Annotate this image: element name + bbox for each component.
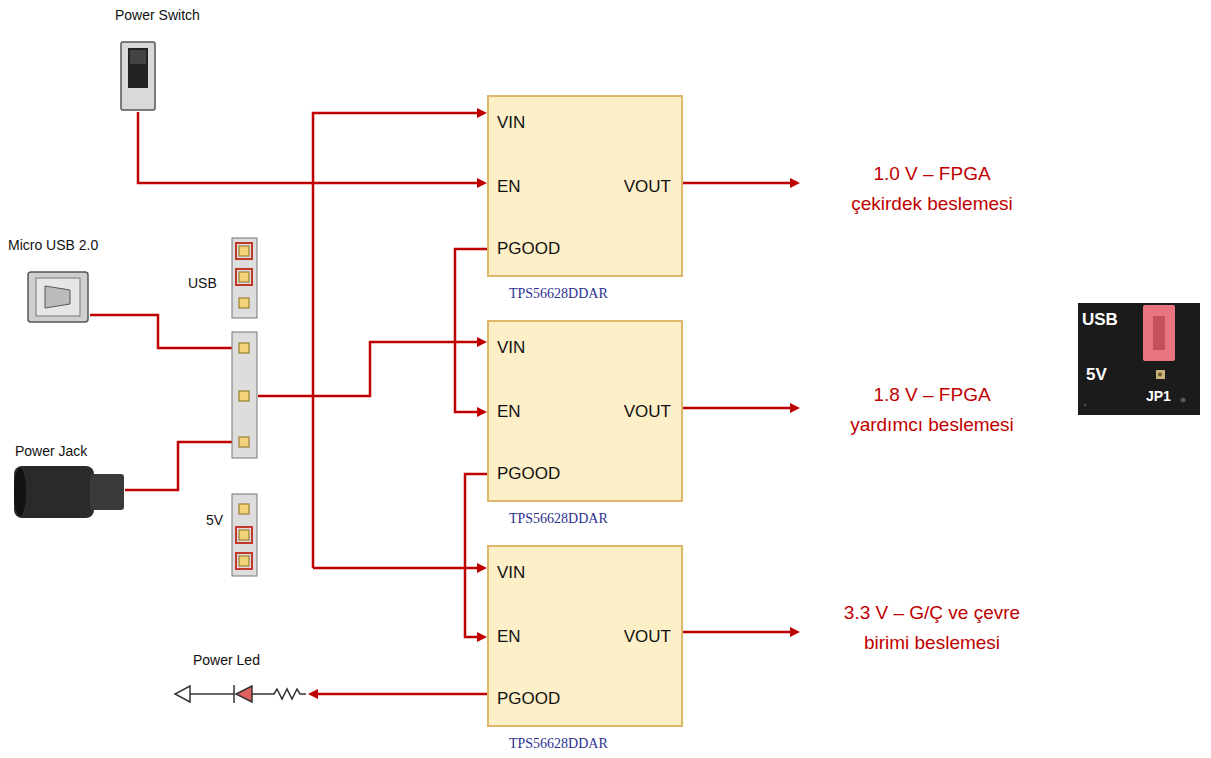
regulator-box: VINENVOUTPGOODTPS56628DDAR xyxy=(487,545,683,727)
wire xyxy=(313,567,478,570)
pin-label: VIN xyxy=(497,112,525,134)
component-name: Power Switch xyxy=(115,6,200,24)
silkscreen-label: 5V xyxy=(1086,364,1107,385)
pin-label: EN xyxy=(497,401,521,423)
silkscreen-label: JP1 xyxy=(1146,387,1171,405)
pin-label: PGOOD xyxy=(497,238,560,260)
jumper-header xyxy=(232,332,257,458)
wire xyxy=(683,631,790,634)
diode-symbol xyxy=(236,686,252,702)
switch-symbol xyxy=(121,42,155,110)
arrowhead xyxy=(790,403,800,413)
wire xyxy=(90,315,232,348)
arrowhead xyxy=(477,563,487,573)
regulator-box: VINENVOUTPGOODTPS56628DDAR xyxy=(487,95,683,277)
arrowhead xyxy=(477,178,487,188)
wire xyxy=(190,693,234,695)
arrowhead xyxy=(477,632,487,642)
pin-label: PGOOD xyxy=(497,688,560,710)
pin-label: EN xyxy=(497,176,521,198)
part-number: TPS56628DDAR xyxy=(509,285,608,303)
connector xyxy=(455,249,487,417)
pin-label: VOUT xyxy=(624,626,671,648)
part-number: TPS56628DDAR xyxy=(509,735,608,753)
silkscreen-label: USB xyxy=(1082,309,1118,330)
arrowhead xyxy=(477,337,487,347)
pin-label: VIN xyxy=(497,337,525,359)
connector xyxy=(465,474,487,642)
arrowhead xyxy=(477,108,487,118)
jumper-header xyxy=(232,238,257,318)
led-circuit xyxy=(175,685,306,703)
arrowhead xyxy=(790,627,800,637)
wires xyxy=(90,112,790,694)
part-number: TPS56628DDAR xyxy=(509,510,608,528)
pin-label: VOUT xyxy=(624,401,671,423)
arrowhead xyxy=(790,178,800,188)
component-name: Power Jack xyxy=(15,442,87,460)
arrowhead xyxy=(477,407,487,417)
arrowhead xyxy=(308,689,318,699)
regulator-box: VINENVOUTPGOODTPS56628DDAR xyxy=(487,320,683,502)
ground-symbol xyxy=(175,686,190,702)
rail-label: 3.3 V – G/Ç ve çevre birimi beslemesi xyxy=(837,598,1027,658)
jumper-photo xyxy=(1078,303,1200,415)
wire xyxy=(258,342,478,396)
component-name: Power Led xyxy=(193,651,260,669)
wire xyxy=(318,693,487,696)
wire xyxy=(313,113,478,568)
pin-label: VOUT xyxy=(624,176,671,198)
usb-connector-symbol xyxy=(28,272,88,322)
pin-label: VIN xyxy=(497,562,525,584)
pin-label: PGOOD xyxy=(497,463,560,485)
wire xyxy=(683,407,790,410)
connector-line xyxy=(465,474,487,637)
resistor-symbol xyxy=(252,689,306,699)
wire xyxy=(683,182,790,185)
pin-label: EN xyxy=(497,626,521,648)
jumper-label: 5V xyxy=(206,511,223,529)
rail-label: 1.0 V – FPGA çekirdek beslemesi xyxy=(837,159,1027,219)
rail-label: 1.8 V – FPGA yardımcı beslemesi xyxy=(837,380,1027,440)
power-jack-symbol xyxy=(14,466,124,518)
wire xyxy=(138,112,478,183)
jumper-label: USB xyxy=(188,274,217,292)
connector-line xyxy=(455,249,487,412)
wire xyxy=(125,442,232,490)
jumper-header xyxy=(232,494,257,576)
component-name: Micro USB 2.0 xyxy=(8,236,98,254)
